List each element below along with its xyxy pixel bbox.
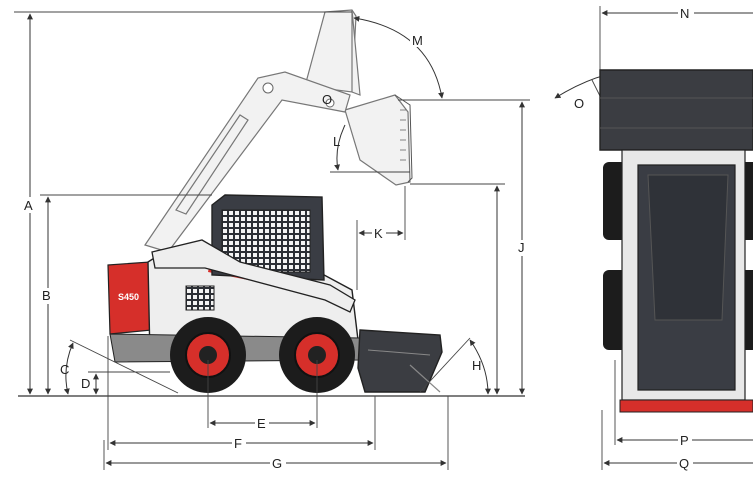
top-bucket xyxy=(599,69,753,151)
top-left-rear-tire xyxy=(603,270,627,350)
skid-steer-machine: S450 xyxy=(107,194,443,393)
side-decal-text: S450 xyxy=(118,292,139,302)
lowered-bucket xyxy=(357,329,443,393)
top-rear-counterweight xyxy=(619,399,753,413)
label-m: M xyxy=(412,33,423,48)
label-g: G xyxy=(272,456,282,471)
dump-bucket-ghost xyxy=(344,94,413,186)
label-b: B xyxy=(42,288,51,303)
rear-tire xyxy=(170,317,246,393)
label-d: D xyxy=(81,376,90,391)
raised-lift-arm-ghost xyxy=(144,71,351,253)
label-j: J xyxy=(518,240,525,255)
label-n: N xyxy=(680,6,689,21)
label-h: H xyxy=(472,358,481,373)
side-view: S450 xyxy=(14,9,531,471)
lift-arm xyxy=(151,239,356,313)
dim-c-arc xyxy=(63,342,74,395)
dim-m-arc xyxy=(353,15,445,99)
label-o-top: O xyxy=(574,96,584,111)
top-view: N O P Q xyxy=(554,6,753,471)
front-tire xyxy=(279,317,355,393)
label-k: K xyxy=(374,226,383,241)
label-e: E xyxy=(257,416,266,431)
dim-h-arc xyxy=(469,339,491,395)
label-a: A xyxy=(24,198,33,213)
label-q: Q xyxy=(679,456,689,471)
label-c: C xyxy=(60,362,69,377)
label-f: F xyxy=(234,436,242,451)
top-left-front-tire xyxy=(603,162,627,240)
dim-l-arc xyxy=(334,124,346,171)
label-l: L xyxy=(333,134,340,149)
label-p: P xyxy=(680,433,689,448)
label-o-side: O xyxy=(322,92,332,107)
